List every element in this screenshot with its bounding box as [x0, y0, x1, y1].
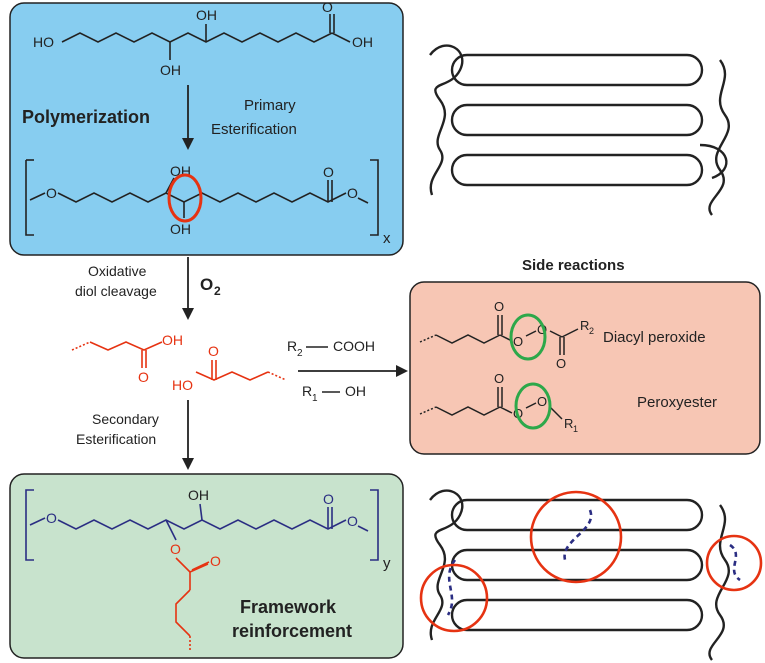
- polymer-x-o-right: O: [347, 185, 358, 201]
- framework-panel: [9, 473, 404, 659]
- side-reactions-panel: [409, 281, 761, 455]
- diacyl-o-2: O: [513, 334, 523, 349]
- secondary-esterification-arrow: [182, 400, 194, 470]
- polymer-x-oh-bottom: OH: [170, 221, 191, 237]
- oxidative-label: Oxidative: [88, 263, 147, 279]
- o2-reagent: O: [200, 275, 213, 294]
- framework-label: Framework: [240, 597, 337, 617]
- diacyl-o-4: O: [556, 356, 566, 371]
- diol-cleavage-label: diol cleavage: [75, 283, 157, 299]
- side-reactions-title: Side reactions: [522, 257, 625, 274]
- monomer-oh-bottom: OH: [160, 62, 181, 78]
- polymer-x-o-left: O: [46, 185, 57, 201]
- frag2-o: O: [208, 343, 219, 359]
- polymer-y-subscript: y: [383, 555, 391, 572]
- polymerization-arrow: [182, 85, 194, 150]
- crosslink-dashes: [446, 509, 741, 616]
- alcohol-reagent-sub: 1: [312, 393, 318, 404]
- diacyl-peroxide-structure: [419, 315, 579, 355]
- monomer-ho-left: HO: [33, 34, 54, 50]
- diacyl-peroxide-label: Diacyl peroxide: [603, 329, 706, 346]
- diacyl-r2: R: [580, 318, 589, 333]
- alcohol-reagent-r: R: [302, 383, 312, 399]
- polymerization-label: Polymerization: [22, 107, 150, 127]
- primary-label: Primary: [244, 97, 296, 114]
- crosslink-highlight-right: [705, 534, 763, 592]
- diol-cleavage-highlight: [167, 173, 203, 223]
- polymerization-panel: [9, 2, 404, 256]
- polymer-y-o-right: O: [347, 513, 358, 529]
- peroxyester-highlight: [514, 382, 552, 430]
- acid-reagent-sub: 2: [297, 348, 303, 359]
- frag1-o: O: [138, 369, 149, 385]
- acid-fragment-2: [195, 360, 287, 381]
- peroxyester-label: Peroxyester: [637, 394, 717, 411]
- o2-subscript: 2: [214, 284, 221, 298]
- diacyl-o-1: O: [494, 299, 504, 314]
- esterification-label: Esterification: [211, 121, 297, 138]
- acid-reagent-group: COOH: [333, 338, 375, 354]
- polymer-y-o-carbonyl: O: [323, 491, 334, 507]
- polymer-y-structure: [25, 489, 379, 561]
- monomer-carbonyl-o: O: [322, 0, 333, 15]
- frag1-oh: OH: [162, 332, 183, 348]
- monomer-oh-top: OH: [196, 7, 217, 23]
- acid-reagent-r: R: [287, 338, 297, 354]
- secondary-label: Secondary: [92, 411, 159, 427]
- lamellae-bottom-illustration: [429, 489, 730, 661]
- crosslink-highlight-left: [419, 563, 489, 633]
- frag2-ho: HO: [172, 377, 193, 393]
- polymer-x-o-carbonyl: O: [323, 164, 334, 180]
- polymer-y-o-left: O: [46, 510, 57, 526]
- peroxyester-o-1: O: [494, 371, 504, 386]
- oxidation-arrow: [182, 257, 194, 320]
- peroxyester-r1: R: [564, 416, 573, 431]
- polymer-y-ester-carbonyl-o: O: [210, 553, 221, 569]
- diacyl-r2-sub: 2: [589, 326, 594, 336]
- polymer-y-ester-o: O: [170, 541, 181, 557]
- peroxyester-r1-sub: 1: [573, 424, 578, 434]
- diacyl-peroxide-highlight: [509, 313, 547, 361]
- acid-fragment-1: [71, 341, 163, 368]
- peroxyester-o-3: O: [537, 394, 547, 409]
- monomer-structure: [61, 14, 351, 60]
- monomer-oh-right: OH: [352, 34, 373, 50]
- polymer-x-subscript: x: [383, 230, 391, 247]
- crosslink-highlight-center: [529, 490, 623, 584]
- ester-side-chain: [175, 557, 210, 650]
- diacyl-o-3: O: [537, 322, 547, 337]
- alcohol-reagent-group: OH: [345, 383, 366, 399]
- reinforcement-label: reinforcement: [232, 621, 352, 641]
- lamellae-top-illustration: [429, 44, 730, 216]
- peroxyester-structure: [419, 387, 563, 420]
- side-reaction-arrow: [298, 365, 408, 377]
- polymer-y-oh: OH: [188, 487, 209, 503]
- secondary-esterification-label: Esterification: [76, 431, 156, 447]
